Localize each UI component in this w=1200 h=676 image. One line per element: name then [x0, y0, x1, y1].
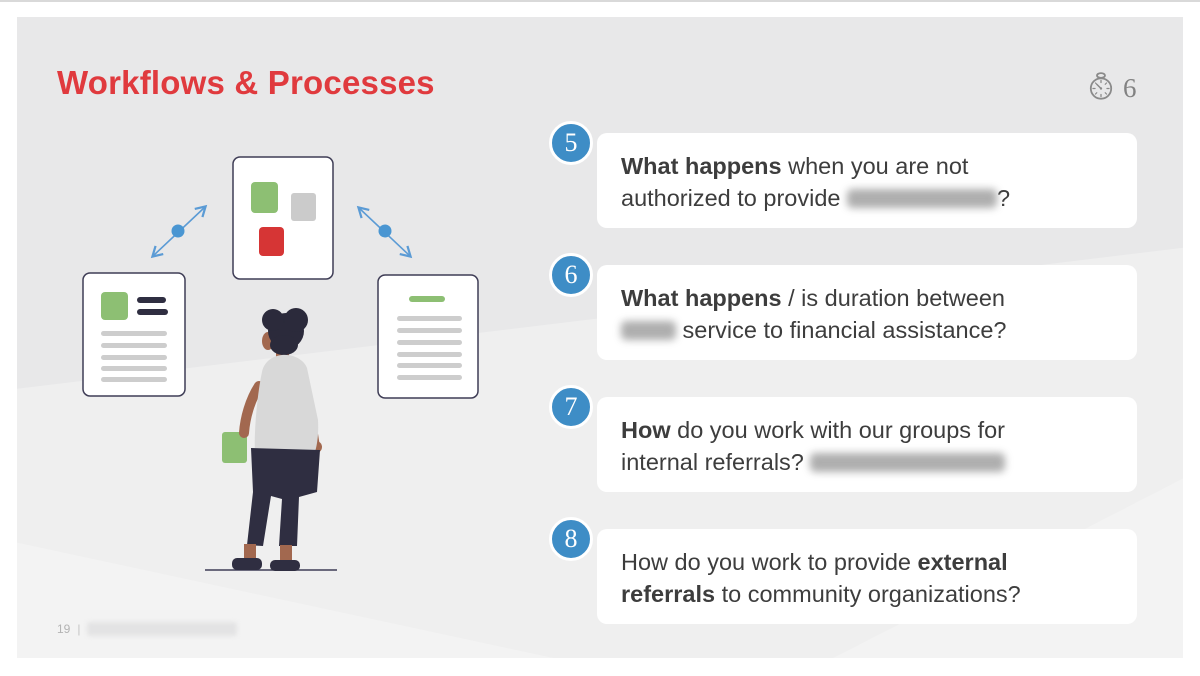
window-top-border — [0, 0, 1200, 2]
slide-footer: 19 | — [57, 622, 238, 636]
timer: 6 — [1088, 70, 1137, 106]
question-text-segment: external — [917, 549, 1008, 575]
footer-watermark-redacted — [87, 622, 238, 636]
held-green-card — [222, 432, 247, 463]
stopwatch-icon — [1088, 70, 1114, 106]
slide-title: Workflows & Processes — [57, 64, 435, 101]
question-text-segment: ? — [997, 185, 1011, 211]
question-text-segment: referrals — [621, 581, 716, 607]
question-text-segment: when you are not — [781, 153, 969, 179]
person-figure — [205, 308, 337, 571]
question-text: How do you work to provide external refer… — [597, 529, 1137, 610]
question-text-segment: to community organizations? — [715, 581, 1021, 607]
question-text-segment: / is duration between — [781, 285, 1005, 311]
question-text: How do you work with our groups for inter… — [597, 397, 1137, 478]
sync-arrow-left — [150, 204, 208, 259]
question-text-segment: How — [621, 417, 671, 443]
question-text-segment: internal referrals? — [621, 449, 811, 475]
question-text-segment: What happens — [621, 285, 782, 311]
question-text-segment: What happens — [621, 153, 782, 179]
redacted-text — [847, 189, 998, 208]
question-text-segment: How do you work to provide — [621, 549, 918, 575]
questions-list: 5 What happens when you are not authorize… — [549, 121, 1137, 624]
question-text: What happens when you are not authorized … — [597, 133, 1137, 214]
sync-arrow-right — [356, 205, 413, 259]
document-card-left — [82, 272, 186, 397]
hair — [262, 308, 308, 355]
redacted-text — [621, 321, 676, 340]
page-number: 19 — [57, 622, 71, 636]
workflow-illustration — [60, 145, 500, 585]
question-number-badge: 7 — [549, 385, 593, 429]
question-card: 6 What happens / is duration between ser… — [549, 253, 1137, 360]
question-text-segment: service to financial assistance? — [676, 317, 1007, 343]
question-number-badge: 8 — [549, 517, 593, 561]
question-number-badge: 6 — [549, 253, 593, 297]
question-card: 7 How do you work with our groups for int… — [549, 385, 1137, 492]
document-card-right — [377, 274, 479, 399]
timer-minutes: 6 — [1123, 72, 1137, 103]
question-card: 8 How do you work to provide external ref… — [549, 517, 1137, 624]
question-card: 5 What happens when you are not authorize… — [549, 121, 1137, 228]
footer-divider: | — [77, 622, 81, 636]
kanban-board-card — [232, 156, 334, 280]
redacted-text — [810, 453, 1006, 472]
question-text-segment: authorized to provide — [621, 185, 848, 211]
question-text: What happens / is duration between servi… — [597, 265, 1137, 346]
question-text-segment: do you work with our groups for — [670, 417, 1005, 443]
question-number-badge: 5 — [549, 121, 593, 165]
